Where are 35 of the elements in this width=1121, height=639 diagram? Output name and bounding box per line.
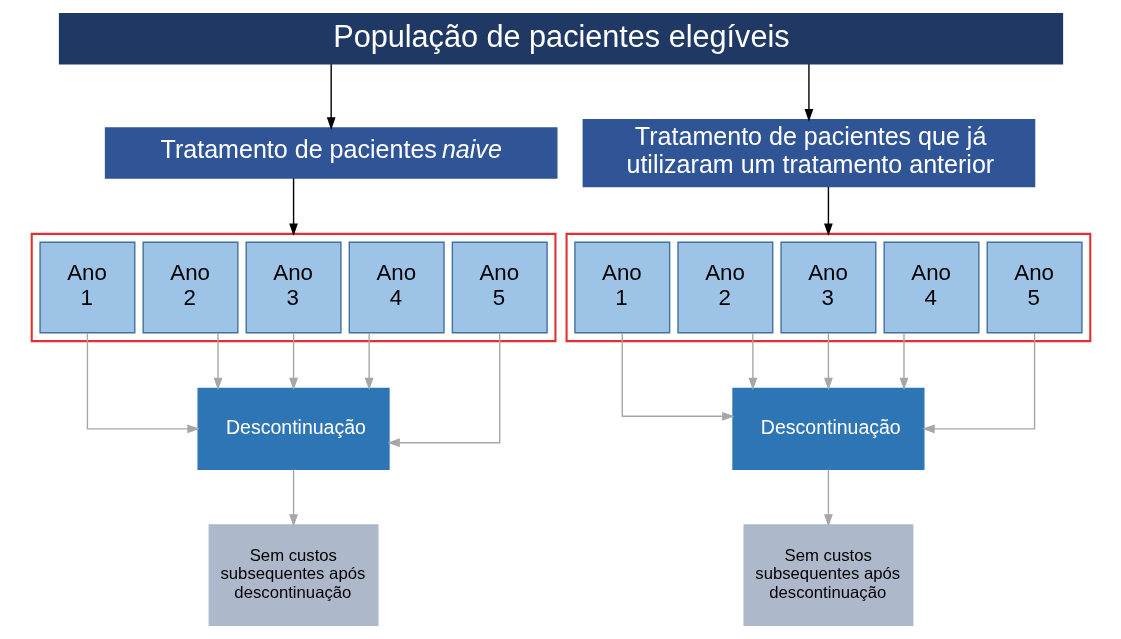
arrow <box>288 177 298 236</box>
node-box: Tratamento de pacientes naive <box>104 127 557 179</box>
arrow <box>364 332 374 391</box>
node-box: Ano 2 <box>676 241 773 334</box>
node-box: Ano 4 <box>348 241 445 334</box>
node-box: Ano 5 <box>451 241 548 334</box>
node-box: Ano 1 <box>38 241 135 334</box>
arrow <box>213 332 222 391</box>
arrow <box>747 332 757 391</box>
arrow <box>288 468 298 527</box>
node-box: Ano 3 <box>779 241 876 334</box>
node-box: Sem custos subsequentes após descontinuação <box>742 524 913 626</box>
node-box: Ano 5 <box>986 241 1083 334</box>
node-box: Sem custos subsequentes após descontinuação <box>208 524 379 626</box>
node-box: Ano 4 <box>882 241 980 334</box>
arrow <box>823 468 833 527</box>
arrow <box>86 332 200 434</box>
node-box: Ano 1 <box>573 241 670 334</box>
arrow <box>326 63 336 130</box>
arrow <box>823 332 833 391</box>
cluster <box>30 232 556 343</box>
node-box: Tratamento de pacientes que já utilizaram um tratamento anterior <box>582 118 1035 188</box>
arrow <box>288 332 298 391</box>
arrow <box>386 332 500 448</box>
node-box: Ano 2 <box>141 241 239 334</box>
node-box: Descontinuação <box>731 387 925 470</box>
node-box: Descontinuação <box>196 387 390 470</box>
node-box: População de pacientes elegíveis <box>58 13 1063 65</box>
cluster <box>565 232 1091 343</box>
node-box: Ano 3 <box>245 241 342 334</box>
arrow <box>899 332 908 391</box>
arrow <box>804 63 813 122</box>
arrow <box>921 332 1035 434</box>
arrow <box>823 186 833 236</box>
arrow <box>621 332 735 421</box>
